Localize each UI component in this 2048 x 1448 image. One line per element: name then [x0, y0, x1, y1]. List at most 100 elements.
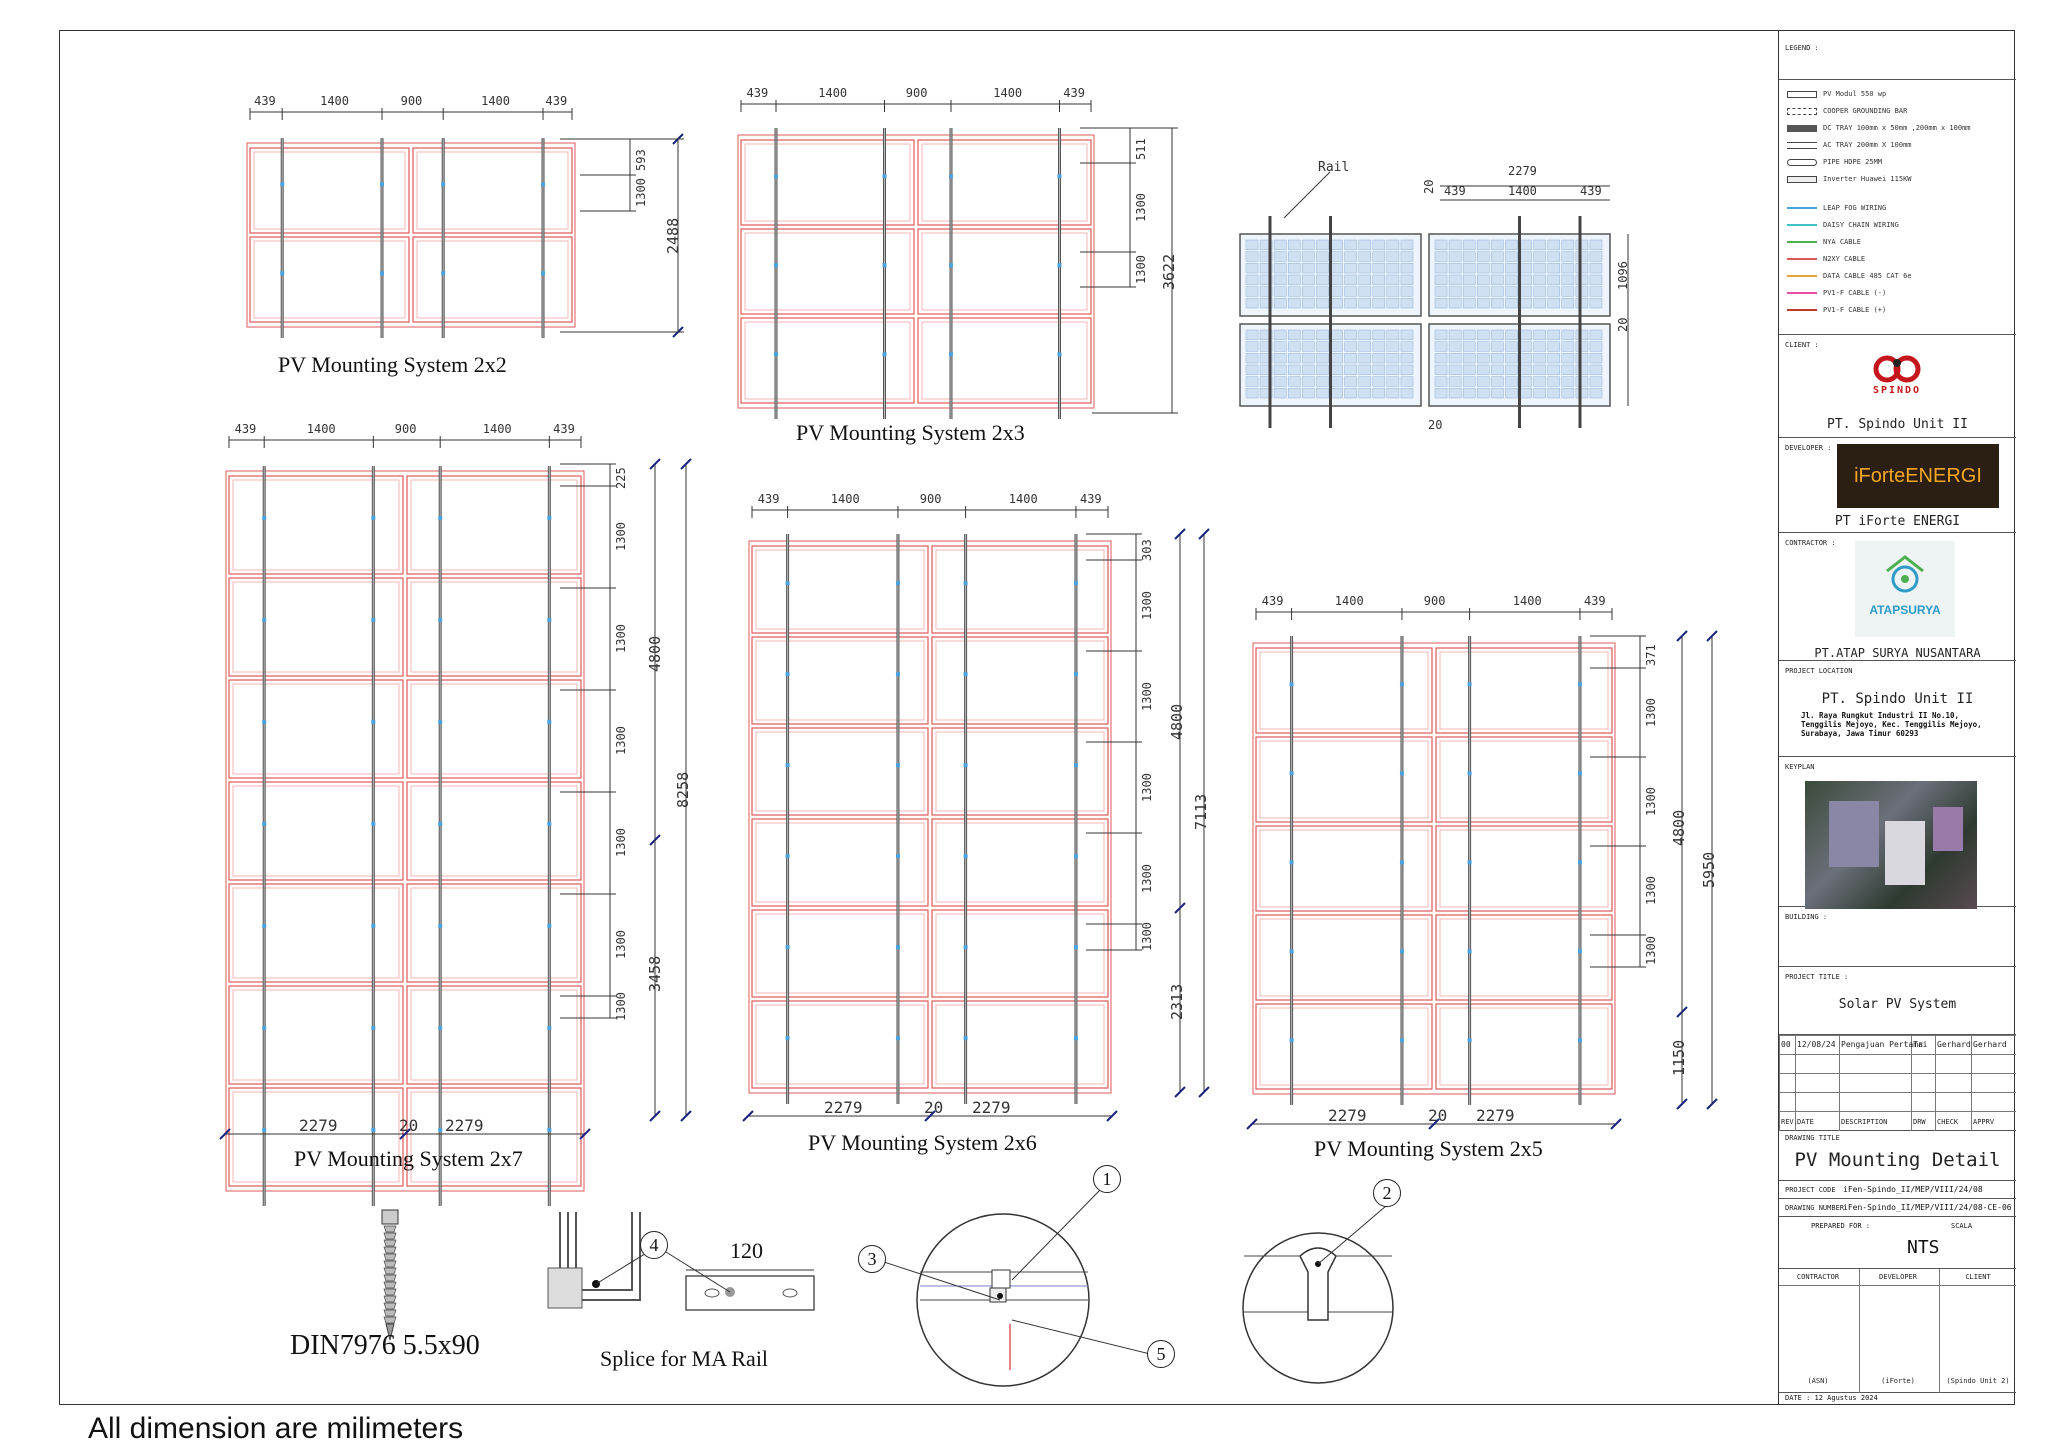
plan-cell [1372, 376, 1386, 387]
plan-cell [1316, 388, 1329, 399]
plan-cell [1259, 376, 1273, 387]
plan-sub-0: 439 [1444, 184, 1466, 198]
plan-cell [1589, 364, 1603, 375]
d2x3-array-frame [737, 134, 1095, 409]
d2x7-bottom-0: 2279 [299, 1116, 338, 1135]
legend-text: PV1-F CABLE (+) [1823, 306, 1887, 314]
d2x7-top-dim-1: 1400 [306, 422, 336, 436]
d2x7-module [406, 679, 582, 779]
plan-cell [1259, 239, 1273, 250]
plan-cell [1330, 388, 1343, 399]
d2x3-module-inner [744, 232, 911, 311]
plan-cell [1477, 251, 1490, 262]
plan-cell [1273, 298, 1287, 309]
d2x2-module [412, 236, 573, 323]
caption-splice: Splice for MA Rail [600, 1346, 769, 1371]
atapsurya-logo-mark [1886, 555, 1924, 593]
plan-cell [1448, 298, 1462, 309]
plan-cell [1477, 263, 1490, 274]
plan-cell [1491, 364, 1504, 375]
plan-cell [1434, 388, 1448, 399]
plan-cell [1462, 341, 1476, 352]
plan-cell [1477, 341, 1490, 352]
splice-hole [704, 1288, 720, 1298]
d2x3-module [740, 317, 915, 404]
d2x7-tick [399, 1128, 411, 1140]
contractor-panel: CONTRACTOR : ATAPSURYA PT.ATAP SURYA NUS… [1779, 533, 2016, 661]
plan-cell [1533, 298, 1546, 309]
legend-text: DAISY CHAIN WIRING [1823, 221, 1899, 229]
caption-2x6: PV Mounting System 2x6 [808, 1130, 1037, 1155]
plan-cell [1491, 353, 1504, 364]
d2x6-module [931, 636, 1109, 725]
d2x7-total-label: 8258 [674, 771, 692, 808]
d2x5-bottom-1: 20 [1428, 1106, 1448, 1125]
detail-marker-2: 2 [1373, 1179, 1401, 1207]
d2x6-module [931, 545, 1109, 634]
legend-symbol-line [1787, 258, 1817, 260]
d2x5-tick [1610, 1118, 1622, 1130]
d2x6-top-dim-2: 900 [919, 492, 942, 506]
plan-cell [1575, 388, 1589, 399]
plan-cell [1448, 388, 1462, 399]
plan-cell [1372, 274, 1386, 285]
d2x6-clamp [895, 581, 900, 586]
project-title-panel: PROJECT TITLE : Solar PV System [1779, 967, 2016, 1035]
plan-cell [1302, 341, 1315, 352]
d2x2-top-dim-4: 439 [545, 94, 568, 108]
plan-cell [1561, 341, 1575, 352]
plan-cell [1434, 376, 1448, 387]
d2x5-array-frame [1252, 642, 1616, 1095]
plan-cell [1505, 298, 1518, 309]
legend-text: PV1-F CABLE (-) [1823, 289, 1887, 297]
d2x5-tick [1246, 1118, 1258, 1130]
d2x6-module-inner [935, 822, 1105, 903]
plan-cell [1372, 353, 1386, 364]
plan-cell [1386, 263, 1400, 274]
plan-cell [1589, 239, 1603, 250]
d2x7-side-dim-0: 225 [614, 467, 628, 489]
plan-cell [1589, 251, 1603, 262]
d2x5-module [1435, 825, 1613, 912]
plan-cell [1302, 376, 1315, 387]
project-title: Solar PV System [1838, 997, 1957, 1012]
plan-cell [1344, 353, 1357, 364]
legend-text: N2XY CABLE [1823, 255, 1866, 263]
plan-cell [1477, 329, 1490, 340]
plan-cell [1245, 251, 1259, 262]
screw-thread [383, 1225, 397, 1233]
legend-item: DC TRAY 100mm x 50mm ,200mm x 100mm [1787, 124, 1971, 134]
plan-cell [1316, 341, 1329, 352]
rev-col-line [1935, 1035, 1936, 1131]
d2x6-module [751, 1000, 929, 1089]
rev-row-line [1779, 1073, 2016, 1074]
d2x2-module [249, 236, 410, 323]
plan-cell [1519, 286, 1532, 297]
d2x6-clamp [785, 854, 790, 859]
d2x5-clamp [1467, 1038, 1472, 1043]
d2x7-tick [579, 1128, 591, 1140]
d2x7-module-inner [232, 683, 400, 775]
rev-cell: Gerhard [1973, 1040, 2007, 1049]
plan-cell [1547, 364, 1560, 375]
screw-head [381, 1209, 399, 1225]
d2x2-total-dim: 2488 [664, 217, 682, 254]
d2x6-bottom-0: 2279 [824, 1098, 863, 1117]
drawing-number-row: DRAWING NUMBER iFen-Spindo_II/MEP/VIII/2… [1779, 1199, 2016, 1217]
plan-cell [1462, 263, 1476, 274]
d2x6-clamp [785, 581, 790, 586]
plan-cell [1273, 263, 1287, 274]
plan-cell [1477, 239, 1490, 250]
d2x2-module-inner [416, 240, 569, 319]
plan-cell [1316, 298, 1329, 309]
plan-cell [1344, 376, 1357, 387]
client-label: CLIENT : [1785, 341, 1819, 349]
plan-cell [1344, 239, 1357, 250]
plan-cell [1448, 364, 1462, 375]
keyplan-panel: KEYPLAN [1779, 757, 2016, 909]
legend-item: NYA CABLE [1787, 238, 1861, 248]
legend-text: COOPER GROUNDING BAR [1823, 107, 1908, 115]
plan-cell [1533, 376, 1546, 387]
d2x3-side-dim-0: 511 [1134, 137, 1148, 160]
